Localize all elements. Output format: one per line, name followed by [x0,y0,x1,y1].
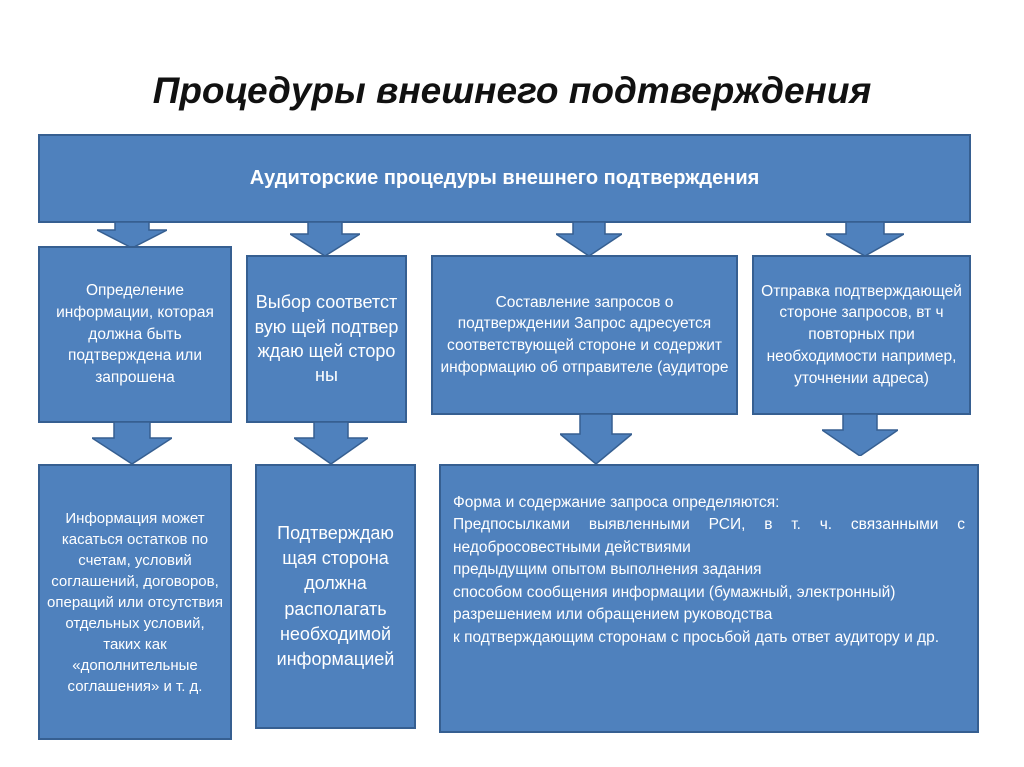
arrow-down-icon [290,222,360,256]
form-factor-line: Предпосылками выявленными РСИ, в т. ч. с… [453,516,965,556]
detail-label-info: Информация может касаться остатков по сч… [47,509,223,695]
detail-box-party: Подтверждаю щая сторона должна располага… [255,464,416,729]
root-box: Аудиторские процедуры внешнего подтвержд… [38,134,971,223]
step-label-3: Составление запросов о подтверждении Зап… [440,293,729,376]
page-title: Процедуры внешнего подтверждения [152,70,872,111]
form-factors-list: Форма и содержание запроса определяются:… [453,492,965,649]
arrow-down-icon [294,422,368,464]
step-box-3: Составление запросов о подтверждении Зап… [431,255,738,415]
step-label-2: Выбор соответствую щей подтверждаю щей с… [254,292,399,386]
arrow-down-icon [822,414,898,456]
detail-box-info: Информация может касаться остатков по сч… [38,464,232,740]
step-box-1: Определение информации, которая должна б… [38,246,232,423]
detail-box-form: Форма и содержание запроса определяются:… [439,464,979,733]
step-box-4: Отправка подтверждающей стороне запросов… [752,255,971,415]
arrow-down-icon [92,422,172,464]
arrow-down-icon [826,222,904,256]
form-factor-line: к подтверждающим сторонам с просьбой дат… [453,628,940,646]
detail-label-party: Подтверждаю щая сторона должна располага… [276,522,395,669]
step-label-1: Определение информации, которая должна б… [56,282,214,387]
arrow-down-icon [97,222,167,248]
form-factor-line: Форма и содержание запроса определяются: [453,494,780,511]
form-factor-line: разрешением или обращением руководства [453,606,773,624]
form-factor-line: предыдущим опытом выполнения задания [453,561,762,579]
arrow-down-icon [556,222,622,256]
step-label-4: Отправка подтверждающей стороне запросов… [761,282,962,387]
root-box-label: Аудиторские процедуры внешнего подтвержд… [249,167,760,189]
form-factor-line: способом сообщения информации (бумажный,… [453,583,896,601]
arrow-down-icon [560,414,632,464]
step-box-2: Выбор соответствую щей подтверждаю щей с… [246,255,407,423]
